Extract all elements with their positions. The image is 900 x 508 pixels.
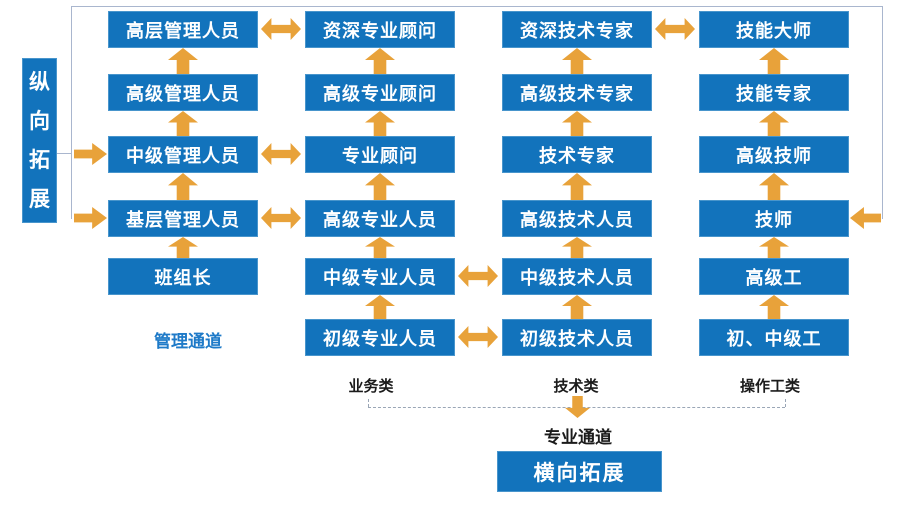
operator-level-box-3: 高级技师	[699, 136, 849, 173]
up-arrow	[365, 48, 395, 74]
vertical-expansion-label: 纵向拓展	[29, 70, 50, 211]
professional-channel-label: 专业通道	[544, 428, 612, 447]
up-arrow	[365, 237, 395, 258]
two-way-arrow	[458, 265, 498, 287]
business-category-label: 业务类	[348, 378, 394, 395]
dashed-bracket-tick-left	[368, 399, 369, 407]
up-arrow	[562, 237, 592, 258]
operator-level-box-6: 初、中级工	[699, 319, 849, 356]
operator-category-label: 操作工类	[739, 378, 801, 395]
up-arrow	[759, 48, 789, 74]
connector-line-sidebar	[57, 153, 72, 154]
up-arrow	[759, 295, 789, 319]
dashed-bracket-tick-right	[785, 399, 786, 407]
up-arrow	[365, 111, 395, 136]
operator-level-box-5: 高级工	[699, 258, 849, 295]
up-arrow	[365, 173, 395, 200]
up-arrow	[562, 48, 592, 74]
up-arrow	[365, 295, 395, 319]
connector-line-left-vertical	[71, 6, 72, 219]
management-channel-label: 管理通道	[154, 332, 222, 351]
professional-level-box-2: 高级专业顾问	[305, 74, 455, 111]
up-arrow	[168, 173, 198, 200]
two-way-arrow	[655, 18, 695, 40]
up-arrow	[759, 111, 789, 136]
professional-level-box-5: 中级专业人员	[305, 258, 455, 295]
up-arrow	[759, 237, 789, 258]
technical-level-box-6: 初级技术人员	[502, 319, 652, 356]
management-level-box-1: 高层管理人员	[108, 11, 258, 48]
technical-level-box-1: 资深技术专家	[502, 11, 652, 48]
up-arrow	[168, 48, 198, 74]
professional-level-box-3: 专业顾问	[305, 136, 455, 173]
management-level-box-2: 高级管理人员	[108, 74, 258, 111]
technical-level-box-4: 高级技术人员	[502, 200, 652, 237]
two-way-arrow	[261, 207, 301, 229]
two-way-arrow	[261, 18, 301, 40]
horizontal-expansion-box: 横向拓展	[497, 451, 662, 492]
up-arrow	[562, 111, 592, 136]
professional-level-box-4: 高级专业人员	[305, 200, 455, 237]
management-level-box-4: 基层管理人员	[108, 200, 258, 237]
professional-level-box-6: 初级专业人员	[305, 319, 455, 356]
connector-line-right-vertical	[882, 6, 883, 219]
branch-right-arrow	[74, 207, 107, 229]
operator-level-box-2: 技能专家	[699, 74, 849, 111]
branch-left-arrow	[850, 207, 881, 229]
management-level-box-3: 中级管理人员	[108, 136, 258, 173]
two-way-arrow	[261, 143, 301, 165]
up-arrow	[562, 173, 592, 200]
branch-right-arrow	[74, 143, 107, 165]
operator-level-box-4: 技师	[699, 200, 849, 237]
technical-level-box-2: 高级技术专家	[502, 74, 652, 111]
up-arrow	[562, 295, 592, 319]
technical-category-label: 技术类	[553, 378, 599, 395]
management-level-box-5: 班组长	[108, 258, 258, 295]
two-way-arrow	[458, 326, 498, 348]
horizontal-expansion-label: 横向拓展	[533, 461, 626, 485]
up-arrow	[168, 237, 198, 258]
technical-level-box-3: 技术专家	[502, 136, 652, 173]
up-arrow	[168, 111, 198, 136]
professional-level-box-1: 资深专业顾问	[305, 11, 455, 48]
technical-level-box-5: 中级技术人员	[502, 258, 652, 295]
vertical-expansion-box: 纵向拓展	[22, 58, 57, 223]
connector-line-top-horizontal	[71, 6, 883, 7]
operator-level-box-1: 技能大师	[699, 11, 849, 48]
up-arrow	[759, 173, 789, 200]
